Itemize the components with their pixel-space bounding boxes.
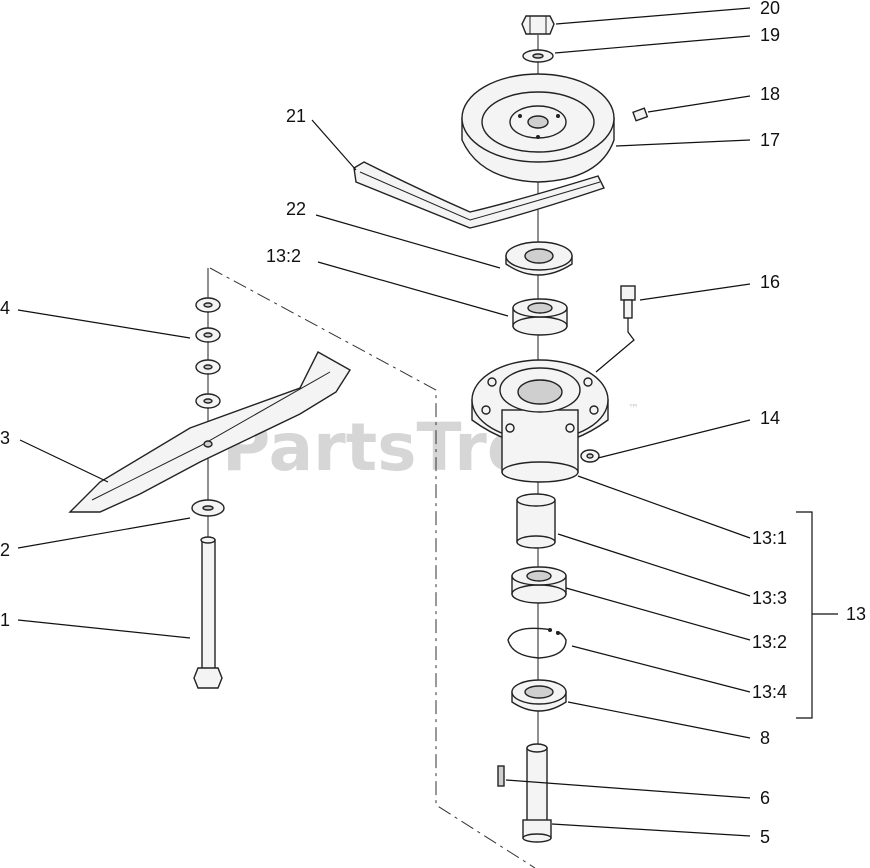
callout-19: 19 bbox=[760, 25, 780, 45]
callout-22: 22 bbox=[286, 199, 306, 219]
part-blade-washer bbox=[191, 499, 225, 517]
part-bearing-seal bbox=[505, 241, 573, 276]
part-washer-stack bbox=[195, 297, 221, 409]
callout-13-1: 13:1 bbox=[752, 528, 787, 548]
part-spindle-housing bbox=[471, 359, 609, 483]
part-spacer bbox=[516, 493, 556, 549]
part-nut-small bbox=[580, 449, 600, 463]
callout-17: 17 bbox=[760, 130, 780, 150]
callout-1: 1 bbox=[0, 610, 10, 630]
part-washer-top bbox=[522, 49, 554, 63]
watermark-tm: ™ bbox=[628, 402, 639, 415]
alignment-dash-line bbox=[209, 267, 536, 868]
callout-18: 18 bbox=[760, 84, 780, 104]
callout-13-3: 13:3 bbox=[752, 588, 787, 608]
callout-21: 21 bbox=[286, 106, 306, 126]
callout-5: 5 bbox=[760, 827, 770, 847]
part-spindle-shaft bbox=[522, 743, 552, 843]
part-belt bbox=[353, 161, 605, 229]
leader-lines bbox=[17, 7, 838, 837]
callout-13: 13 bbox=[846, 604, 866, 624]
callout-6: 6 bbox=[760, 788, 770, 808]
callout-13-4: 13:4 bbox=[752, 682, 787, 702]
callout-2: 2 bbox=[0, 540, 10, 560]
part-nut bbox=[521, 15, 555, 35]
callout-14: 14 bbox=[760, 408, 780, 428]
part-blade-bolt bbox=[193, 536, 223, 689]
callout-20: 20 bbox=[760, 0, 780, 18]
part-blade bbox=[68, 351, 351, 513]
part-key bbox=[497, 765, 505, 787]
part-pulley bbox=[461, 73, 615, 183]
callout-3: 3 bbox=[0, 428, 10, 448]
part-bearing-lower bbox=[511, 566, 567, 604]
part-set-screw bbox=[632, 107, 649, 122]
callout-4: 4 bbox=[0, 298, 10, 318]
callout-13-2: 13:2 bbox=[752, 632, 787, 652]
callout-13-2-top: 13:2 bbox=[266, 246, 301, 266]
part-bolt-small bbox=[595, 285, 636, 373]
part-retaining-ring bbox=[507, 627, 567, 659]
callout-16: 16 bbox=[760, 272, 780, 292]
callout-8: 8 bbox=[760, 728, 770, 748]
part-seal-lower bbox=[511, 679, 567, 712]
part-bearing-top bbox=[512, 298, 568, 336]
